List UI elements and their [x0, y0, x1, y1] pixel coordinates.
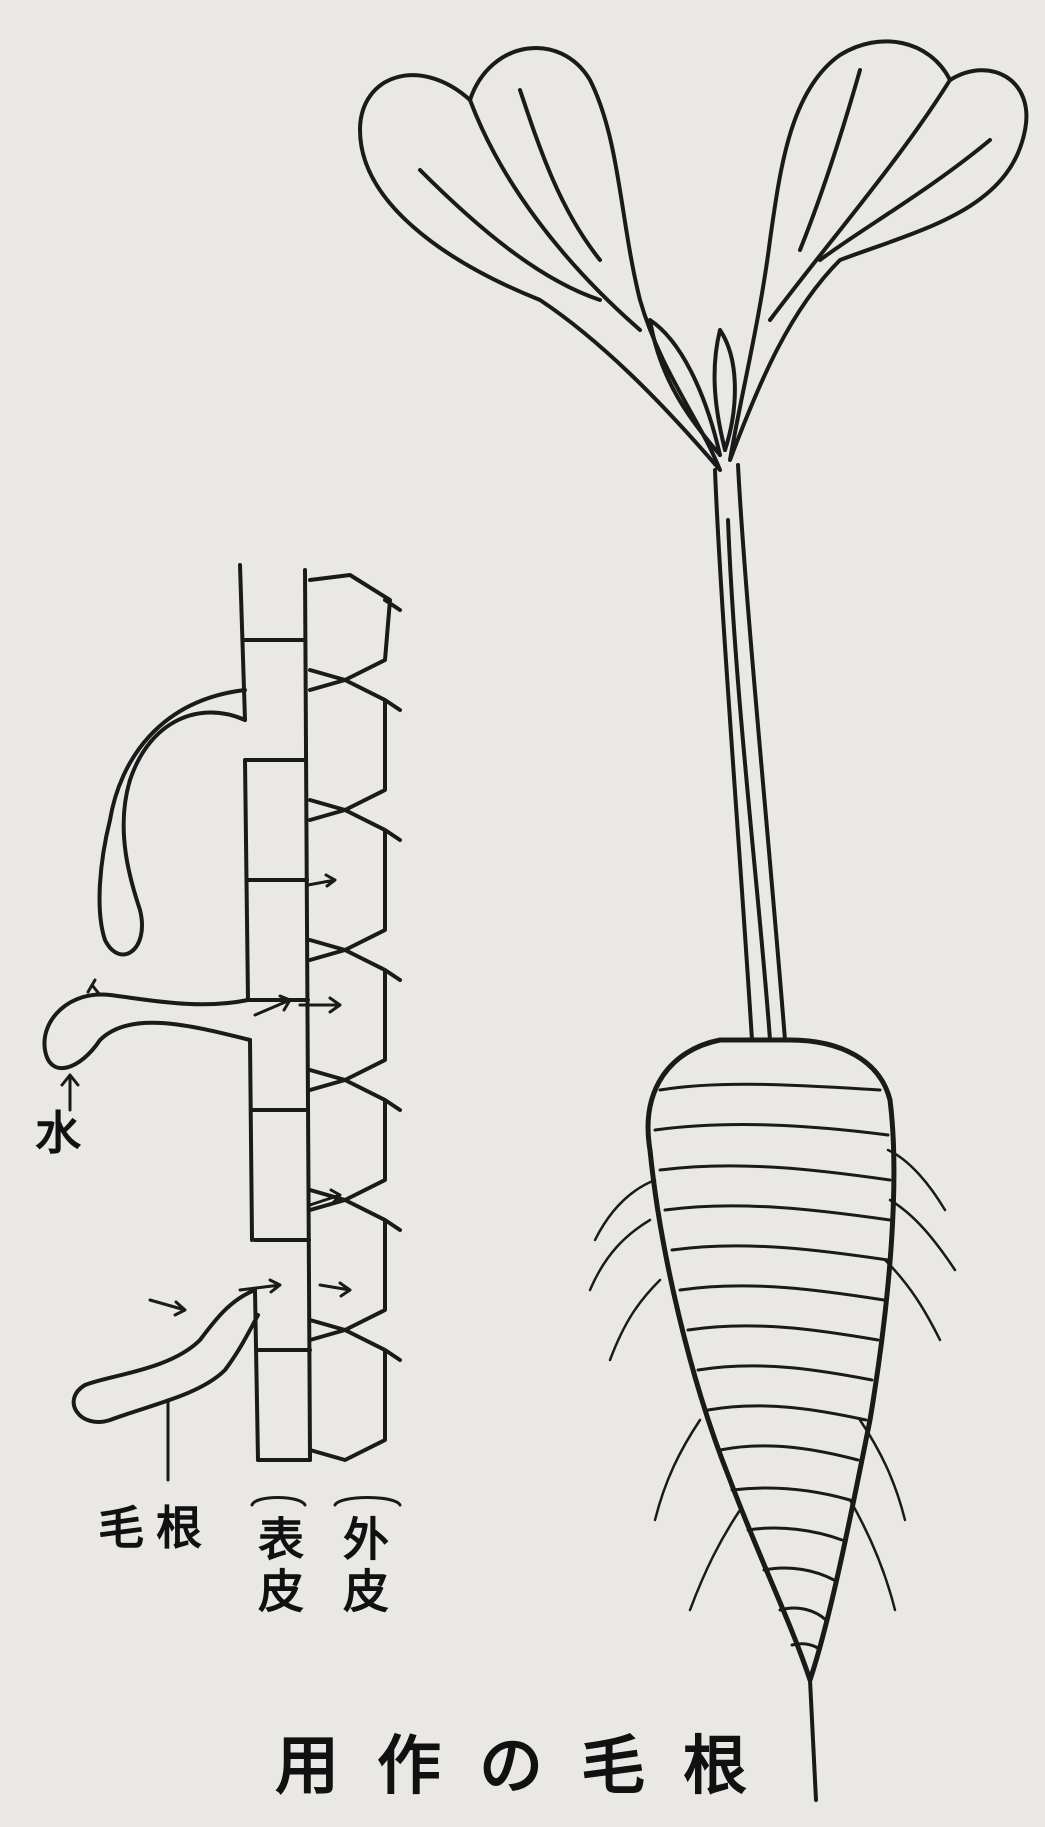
cortex-bracket — [335, 1498, 400, 1506]
root-hair-middle — [44, 994, 250, 1068]
epidermis-bracket — [252, 1498, 305, 1506]
taproot-hairs — [590, 1150, 955, 1610]
cell-section-drawing — [44, 565, 400, 1505]
right-cotyledon — [730, 41, 1026, 460]
root-hair-label: 根毛 — [98, 1505, 214, 1551]
stem — [715, 465, 785, 1040]
bud-leaves — [650, 320, 735, 455]
figure-caption: 用作の毛根 — [270, 1735, 790, 1799]
taproot-tip — [810, 1680, 816, 1800]
left-cotyledon — [360, 48, 720, 470]
cortex-cells — [310, 575, 400, 1460]
epidermis-wall — [240, 565, 258, 1460]
root-hair-bottom — [74, 1290, 258, 1422]
epidermis-label: 表皮 — [255, 1515, 301, 1619]
cortex-label: 外皮 — [340, 1515, 386, 1619]
root-hair-top — [100, 690, 245, 954]
taproot — [648, 1040, 894, 1680]
epidermis-inner-wall — [305, 570, 310, 1460]
right-cotyledon-vein — [770, 70, 990, 320]
seedling-drawing — [360, 41, 1026, 1800]
water-label: 水 — [35, 1110, 81, 1156]
root-hair-label-text: 根毛 — [98, 1505, 214, 1551]
